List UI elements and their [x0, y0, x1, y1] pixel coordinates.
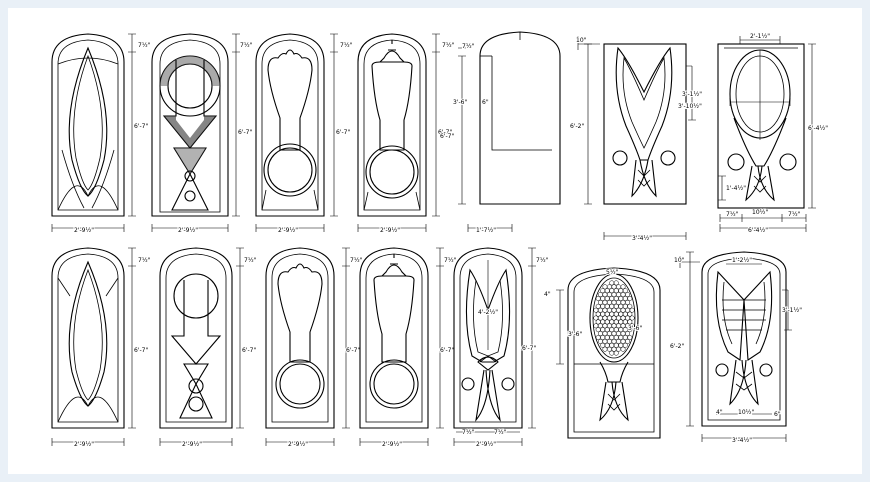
door-14-sub-label-1: 4" — [716, 409, 723, 416]
lattice-cell — [629, 307, 635, 313]
lattice-cell — [625, 331, 631, 337]
door-4-elevation: 6'-7" 7½" 2'-9½" — [357, 33, 456, 235]
lattice-cell — [625, 338, 631, 344]
door-8-elevation: 6'-7" 7½" 2'-9½" — [51, 247, 152, 449]
door-4-height-label: 6'-7" — [438, 129, 452, 136]
door-7-sub-label-3: 7½" — [788, 211, 801, 218]
lattice-cell — [627, 327, 633, 333]
lattice-cell — [622, 342, 628, 348]
door-4-top-label: 7½" — [442, 42, 455, 49]
door-3-height-label: 6'-7" — [336, 129, 350, 136]
door-3-elevation: 6'-7" 7½" 2'-9½" — [255, 33, 354, 235]
door-14-width-label: 3'-4½" — [732, 437, 752, 444]
door-6-mid-label: 3'-1½" — [682, 91, 702, 98]
lattice-cell — [620, 346, 626, 352]
lattice-cell — [613, 350, 619, 356]
door-14-top-label: 10" — [674, 257, 685, 264]
lattice-cell — [613, 280, 619, 286]
door-13-inner-label: 3'-6" — [628, 325, 642, 332]
door-9-width-label: 2'-9½" — [182, 441, 202, 448]
lattice-cell — [625, 299, 631, 305]
door-5-height-label: 6'-7" — [440, 133, 454, 140]
lattice-cell — [625, 292, 631, 298]
lattice-cell — [629, 323, 635, 329]
door-14-height-label: 6'-2" — [670, 343, 684, 350]
door-11-top-label: 7½" — [444, 257, 457, 264]
door-1-width-label: 2'-9½" — [74, 227, 94, 234]
door-6-top-label: 10" — [576, 37, 587, 44]
door-7-top-label: 2'-1½" — [750, 33, 770, 40]
door-6-height-label: 6'-2" — [570, 123, 584, 130]
door-5-elevation: 7½" 3'-6" 6" 6'-7" 1'-7½" — [439, 31, 561, 235]
door-1-top-label: 7½" — [138, 42, 151, 49]
door-13-top-label: 5½" — [606, 269, 619, 276]
door-4-width-label: 2'-9½" — [380, 227, 400, 234]
door-7-inner-label: 1'-4½" — [726, 185, 746, 192]
door-13-mid-label: 3'-6" — [568, 331, 582, 338]
drawing-sheet: 6'-7" 7½" 2'-9½" 6'-7" 7½" 2'-9½" 6'-7" … — [8, 8, 862, 474]
door-5-width-label: 1'-7½" — [476, 227, 496, 234]
lattice-cell — [629, 315, 635, 321]
door-8-top-label: 7½" — [138, 257, 151, 264]
door-9-height-label: 6'-7" — [242, 347, 256, 354]
door-14-elevation: 6'-2" 10" 3'-1½" 1'-2½" 4" 10½" 6" 3'-4½… — [669, 251, 803, 445]
door-10-height-label: 6'-7" — [346, 347, 360, 354]
lattice-cell — [627, 296, 633, 301]
door-12-sub-label-1: 7½" — [462, 429, 475, 436]
door-1-elevation: 6'-7" 7½" 2'-9½" — [51, 33, 152, 235]
door-13-height-label: 4" — [544, 291, 551, 298]
door-2-height-label: 6'-7" — [238, 129, 252, 136]
door-5-top-label: 7½" — [462, 43, 475, 50]
door-6-elevation: 6'-2" 10" 3'-1½" 3'-10½" 3'-4½" — [569, 36, 703, 243]
door-7-sub-label-1: 7½" — [726, 211, 739, 218]
door-13-elevation: 4" 3'-6" 3'-6" 5½" — [543, 267, 661, 439]
door-12-width-label: 2'-9½" — [476, 441, 496, 448]
lattice-cell — [627, 319, 633, 325]
lattice-cell — [627, 303, 633, 309]
door-3-width-label: 2'-9½" — [278, 227, 298, 234]
door-2-elevation: 6'-7" 7½" 2'-9½" — [151, 33, 254, 235]
lattice-pattern — [593, 280, 635, 356]
door-12-sub-label-2: 7½" — [494, 429, 507, 436]
door-6-width-label: 3'-4½" — [632, 235, 652, 242]
door-8-width-label: 2'-9½" — [74, 441, 94, 448]
door-2-top-label: 7½" — [240, 42, 253, 49]
door-5-inner-label: 6" — [482, 99, 489, 106]
door-7-sub-label-2: 10½" — [752, 209, 768, 216]
door-9-elevation: 6'-7" 7½" 2'-9½" — [159, 247, 258, 449]
door-8-height-label: 6'-7" — [134, 347, 148, 354]
door-14-mid-label: 3'-1½" — [782, 307, 802, 314]
door-12-elevation: 4'-2½" 6'-7" 7½" 7½" 7½" 2'-9½" — [453, 247, 550, 449]
door-14-inner-label: 1'-2½" — [732, 257, 752, 264]
door-11-width-label: 2'-9½" — [382, 441, 402, 448]
lattice-cell — [602, 346, 608, 352]
lattice-cell — [627, 335, 633, 340]
door-5-mid-label: 3'-6" — [453, 99, 467, 106]
door-1-height-label: 6'-7" — [134, 123, 148, 130]
door-14-sub-label-3: 6" — [774, 411, 781, 418]
door-11-elevation: 6'-7" 7½" 2'-9½" — [359, 247, 458, 449]
door-10-elevation: 6'-7" 7½" 2'-9½" — [265, 247, 364, 449]
door-12-inner-label: 4'-2½" — [478, 309, 498, 316]
door-10-width-label: 2'-9½" — [288, 441, 308, 448]
lattice-cell — [609, 350, 615, 356]
door-7-width-label: 6'-4½" — [748, 227, 768, 234]
door-12-height-label: 6'-7" — [522, 345, 536, 352]
door-11-height-label: 6'-7" — [440, 347, 454, 354]
lattice-cell — [620, 284, 626, 290]
door-10-top-label: 7½" — [350, 257, 363, 264]
lattice-cell — [627, 311, 633, 317]
door-7-elevation: 2'-1½" 6'-4½" 1'-4½" 7½" 10½" 7½" 6'-4½" — [717, 32, 829, 235]
door-3-top-label: 7½" — [340, 42, 353, 49]
door-6-inner-label: 3'-10½" — [678, 103, 702, 110]
door-2-width-label: 2'-9½" — [178, 227, 198, 234]
door-14-sub-label-2: 10½" — [738, 409, 754, 416]
door-7-height-label: 6'-4½" — [808, 125, 828, 132]
lattice-cell — [622, 288, 628, 294]
door-elevations-drawing: 6'-7" 7½" 2'-9½" 6'-7" 7½" 2'-9½" 6'-7" … — [51, 31, 829, 449]
door-12-top-label: 7½" — [536, 257, 549, 264]
door-9-top-label: 7½" — [244, 257, 257, 264]
